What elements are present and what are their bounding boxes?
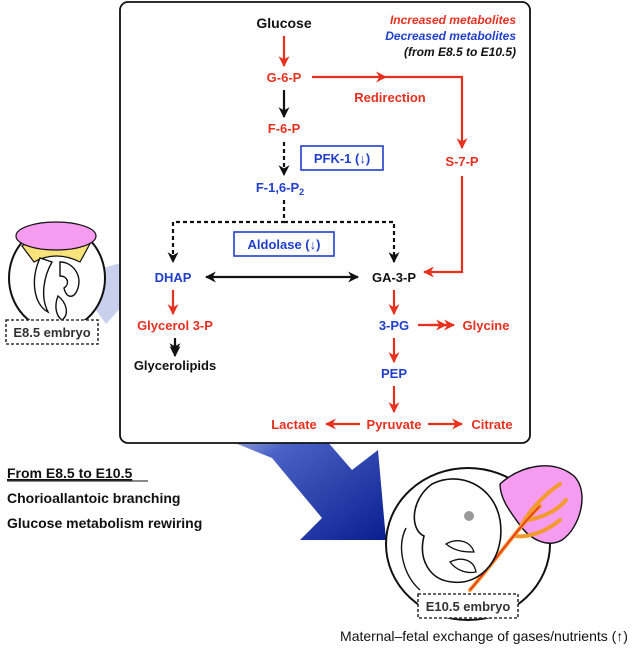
pathway-panel [119, 1, 531, 444]
e105-label: E10.5 embryo [426, 599, 511, 614]
legend-increased: Increased metabolites [390, 13, 516, 27]
metabolite-pyruvate: Pyruvate [367, 417, 422, 432]
enzyme-aldolase-label: Aldolase (↓) [248, 237, 321, 252]
e85-embryo-illustration [8, 221, 106, 331]
metabolite-lactate: Lactate [271, 417, 317, 432]
metabolite-glycerol3p: Glycerol 3-P [137, 318, 213, 333]
pathway-arrows [167, 36, 468, 430]
e85-allantois [15, 221, 97, 251]
metabolite-dhap: DHAP [155, 270, 192, 285]
arrow-s7p-ga3p [422, 176, 464, 278]
e105-embryo-body [413, 478, 502, 584]
metabolite-f16p2: F-1,6-P2 [256, 180, 304, 197]
arrow-f16p2-dhap [167, 200, 286, 264]
enzyme-aldolase-box: Aldolase (↓) [233, 231, 335, 257]
footer-exchange-text: Maternal–fetal exchange of gases/nutrien… [340, 628, 628, 644]
metabolite-ga3p: GA-3-P [372, 270, 416, 285]
e85-label: E8.5 embryo [13, 325, 90, 340]
legend-decreased: Decreased metabolites [385, 29, 516, 43]
metabolite-pep: PEP [381, 366, 407, 381]
metabolite-f6p: F-6-P [268, 121, 301, 136]
arrow-g6p-s7p [386, 75, 468, 150]
e105-embryo-illustration [385, 465, 583, 621]
metabolite-f16p2-main: F-1,6-P [256, 180, 300, 195]
metabolite-g6p: G-6-P [267, 70, 302, 85]
metabolite-citrate: Citrate [471, 417, 512, 432]
metabolite-s7p: S-7-P [445, 154, 479, 169]
e105-eye [464, 511, 474, 521]
e105-label-box: E10.5 embryo [417, 593, 519, 619]
e85-label-box: E8.5 embryo [5, 319, 99, 345]
enzyme-pfk1-box: PFK-1 (↓) [300, 145, 384, 171]
metabolite-3pg: 3-PG [379, 318, 409, 333]
metabolite-glucose: Glucose [256, 15, 311, 31]
arrow-f16p2-ga3p [284, 220, 400, 264]
metabolite-glycerolipids: Glycerolipids [134, 358, 216, 373]
enzyme-pfk1-label: PFK-1 (↓) [314, 151, 370, 166]
summary-line-1: Chorioallantoic branching [7, 490, 180, 506]
legend-period: (from E8.5 to E10.5) [404, 45, 516, 59]
summary-line-2: Glucose metabolism rewiring [7, 515, 202, 531]
metabolite-f16p2-subscript: 2 [299, 187, 304, 197]
summary-heading: From E8.5 to E10.5 [7, 465, 132, 481]
redirection-label: Redirection [354, 90, 426, 105]
metabolite-glycine: Glycine [463, 318, 510, 333]
